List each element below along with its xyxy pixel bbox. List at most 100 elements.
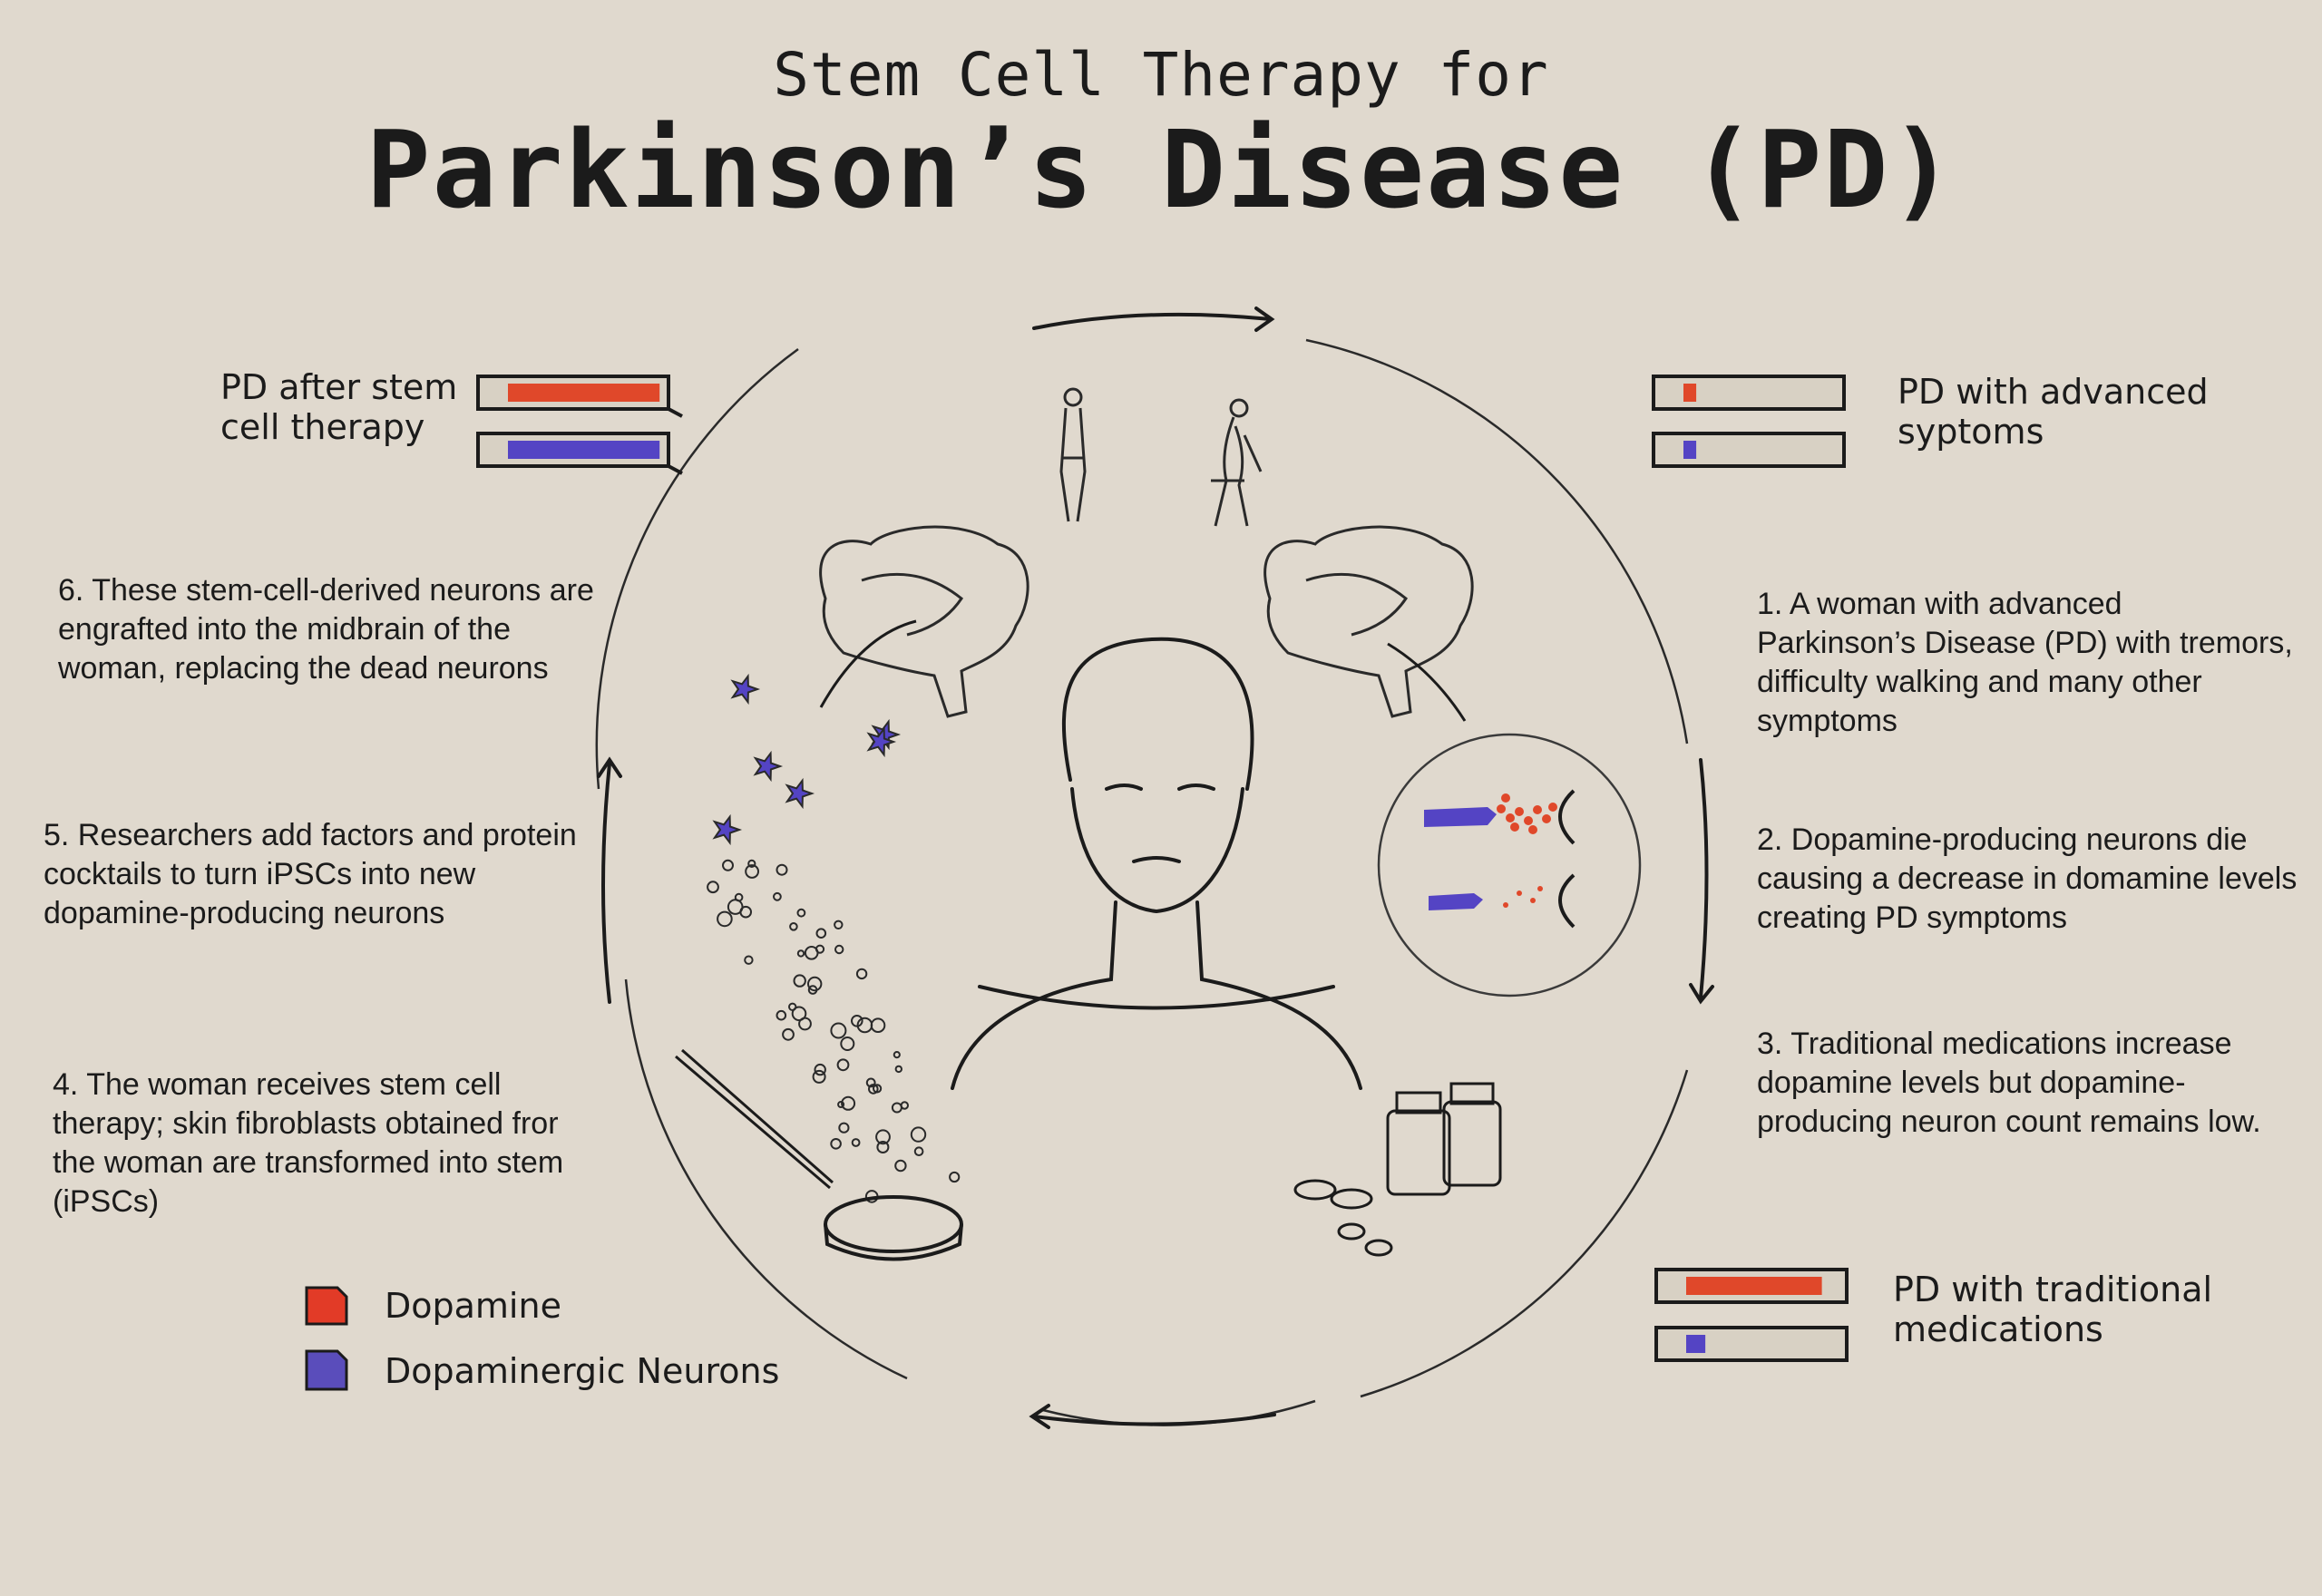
brain-right (1263, 525, 1474, 718)
ipsc-cell (855, 968, 868, 980)
ipsc-cell (807, 985, 818, 995)
brain-left (819, 525, 1029, 718)
ipsc-cell (744, 955, 754, 965)
ipsc-cell (739, 905, 753, 919)
ipsc-cell (793, 974, 806, 988)
ipsc-cell (876, 1141, 890, 1153)
petri-dish (824, 1195, 963, 1261)
ipsc-cell (856, 1017, 873, 1034)
ipsc-cell (894, 1159, 907, 1173)
ipsc-cell (791, 1006, 807, 1022)
ipsc-cell (910, 1126, 927, 1143)
step-4-line: 4. The woman receives stem cell (53, 1067, 502, 1102)
step-5-line: dopamine-producing neurons (44, 896, 445, 930)
label-traditional-line1: PD with traditional (1893, 1270, 2213, 1309)
ipsc-cell (834, 920, 844, 929)
pill-bottles (1293, 1082, 1502, 1257)
step-1: 1. A woman with advanced Parkinson’s Dis… (1757, 585, 2301, 741)
neuron-cell (785, 777, 815, 810)
ipsc-cell (776, 863, 788, 876)
step-6-line: woman, replacing the dead neurons (58, 651, 549, 686)
ipsc-cell (841, 1095, 856, 1111)
ipsc-cell (851, 1138, 861, 1147)
step-4: 4. The woman receives stem cell therapy;… (53, 1066, 576, 1221)
step-6-line: 6. These stem-cell-derived neurons are (58, 573, 594, 608)
step-2-line: creating PD symptoms (1757, 900, 2067, 935)
synapse-detail (1377, 733, 1642, 998)
legend-swatch-dopamine (305, 1286, 348, 1326)
legend-label-dopamine: Dopamine (385, 1286, 561, 1326)
step-5-line: 5. Researchers add factors and protein (44, 818, 577, 852)
legend-swatch-neurons (305, 1349, 348, 1391)
ipsc-cell (836, 1058, 850, 1072)
ipsc-cell (837, 1101, 845, 1108)
legend-label-neurons: Dopaminergic Neurons (385, 1351, 780, 1391)
neuron-cell (730, 673, 761, 706)
ipsc-cell (875, 1129, 891, 1145)
neurons-engraft (712, 673, 902, 846)
step-6-line: engrafted into the midbrain of the (58, 612, 511, 647)
step-4-line: therapy; skin fibroblasts obtained fror (53, 1106, 559, 1141)
step-6: 6. These stem-cell-derived neurons are e… (58, 571, 602, 688)
ipsc-cell (834, 944, 844, 955)
ipsc-cell (807, 976, 823, 992)
step-1-line: Parkinson’s Disease (PD) with tremors, (1757, 626, 2293, 660)
label-traditional: PD with traditional medications (1893, 1270, 2212, 1349)
neuron-cell (712, 813, 743, 846)
step-1-line: difficulty walking and many other (1757, 665, 2202, 699)
ipsc-cell (913, 1146, 924, 1156)
label-traditional-line2: medications (1893, 1309, 2103, 1349)
ipsc-cell (838, 1122, 850, 1134)
tweezers (675, 1048, 834, 1190)
ipsc-cell (830, 1138, 842, 1150)
ipsc-cell (891, 1102, 902, 1114)
cycle-circle (595, 338, 1689, 1426)
bar-fills (508, 384, 1822, 1353)
ipsc-cell (865, 1077, 876, 1088)
step-2-line: 2. Dopamine-producing neurons die (1757, 822, 2248, 857)
ipsc-cell (782, 1027, 795, 1041)
step-3-line: producing neuron count remains low. (1757, 1105, 2261, 1139)
ipsc-cell (773, 891, 782, 901)
ipsc-cell (707, 881, 719, 894)
ipsc-cell (798, 1017, 812, 1031)
step-5-line: cocktails to turn iPSCs into new (44, 857, 476, 891)
ipsc-cell (893, 1051, 901, 1059)
step-3-line: 3. Traditional medications increase (1757, 1027, 2232, 1061)
dopamine-level-fill-traditional (1686, 1277, 1822, 1295)
figure-stooped (1211, 398, 1263, 527)
ipsc-cell (815, 928, 827, 939)
ipsc-cell (717, 910, 733, 928)
step-5: 5. Researchers add factors and protein c… (44, 816, 579, 933)
ipsc-cell (814, 1063, 826, 1076)
ipsc-cell (776, 1009, 787, 1021)
ipsc-cell (796, 949, 805, 958)
woman-portrait (951, 637, 1362, 1090)
step-3: 3. Traditional medications increase dopa… (1757, 1025, 2301, 1142)
neuron-level-fill-after_therapy (508, 441, 660, 459)
bar-icons (476, 375, 1849, 1362)
ipsc-cell (812, 1069, 826, 1084)
ipsc-cell (830, 1022, 847, 1039)
label-after-therapy-line1: PD after stem (220, 367, 458, 407)
step-1-line: symptoms (1757, 704, 1898, 738)
dopamine-level-fill-after_therapy (508, 384, 660, 402)
neuron-cell (866, 725, 897, 758)
label-after-therapy: PD after stem cell therapy (220, 367, 457, 447)
step-1-line: 1. A woman with advanced (1757, 587, 2122, 621)
ipsc-cell (745, 864, 759, 879)
title-line-2: Parkinsonʼs Disease (PD) (366, 107, 1956, 232)
step-2-line: causing a decrease in domamine levels (1757, 861, 2298, 896)
step-2: 2. Dopamine-producing neurons die causin… (1757, 821, 2301, 938)
neuron-level-fill-advanced (1683, 441, 1697, 459)
step-4-line: (iPSCs) (53, 1184, 160, 1219)
ipsc-cell (840, 1036, 855, 1051)
label-advanced-line2: syptoms (1898, 412, 2044, 452)
label-advanced: PD with advanced syptoms (1898, 372, 2209, 452)
ipsc-cell (747, 859, 756, 869)
ipsc-cell (949, 1171, 961, 1183)
bars-advanced (1652, 375, 1846, 468)
neuron-cell (753, 750, 784, 783)
ipsc-cell (722, 859, 734, 871)
